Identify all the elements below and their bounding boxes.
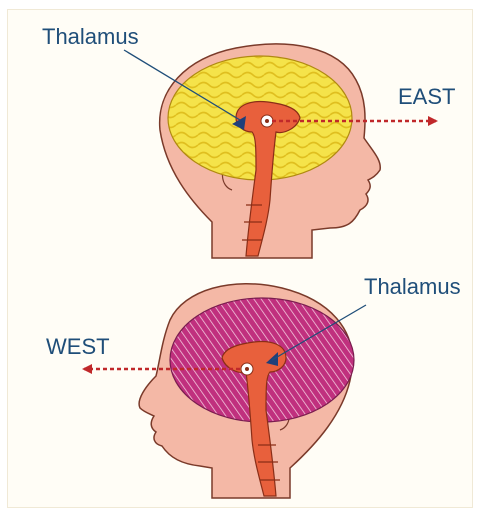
top-head: Thalamus EAST bbox=[42, 24, 455, 258]
top-thalamus-label: Thalamus bbox=[42, 24, 139, 49]
bottom-west-label: WEST bbox=[46, 334, 110, 359]
bottom-thalamus-label: Thalamus bbox=[364, 274, 461, 299]
top-east-label: EAST bbox=[398, 84, 455, 109]
bottom-thalamus-dot bbox=[245, 367, 249, 371]
bottom-head: Thalamus WEST bbox=[46, 274, 461, 498]
top-thalamus-dot bbox=[265, 119, 269, 123]
